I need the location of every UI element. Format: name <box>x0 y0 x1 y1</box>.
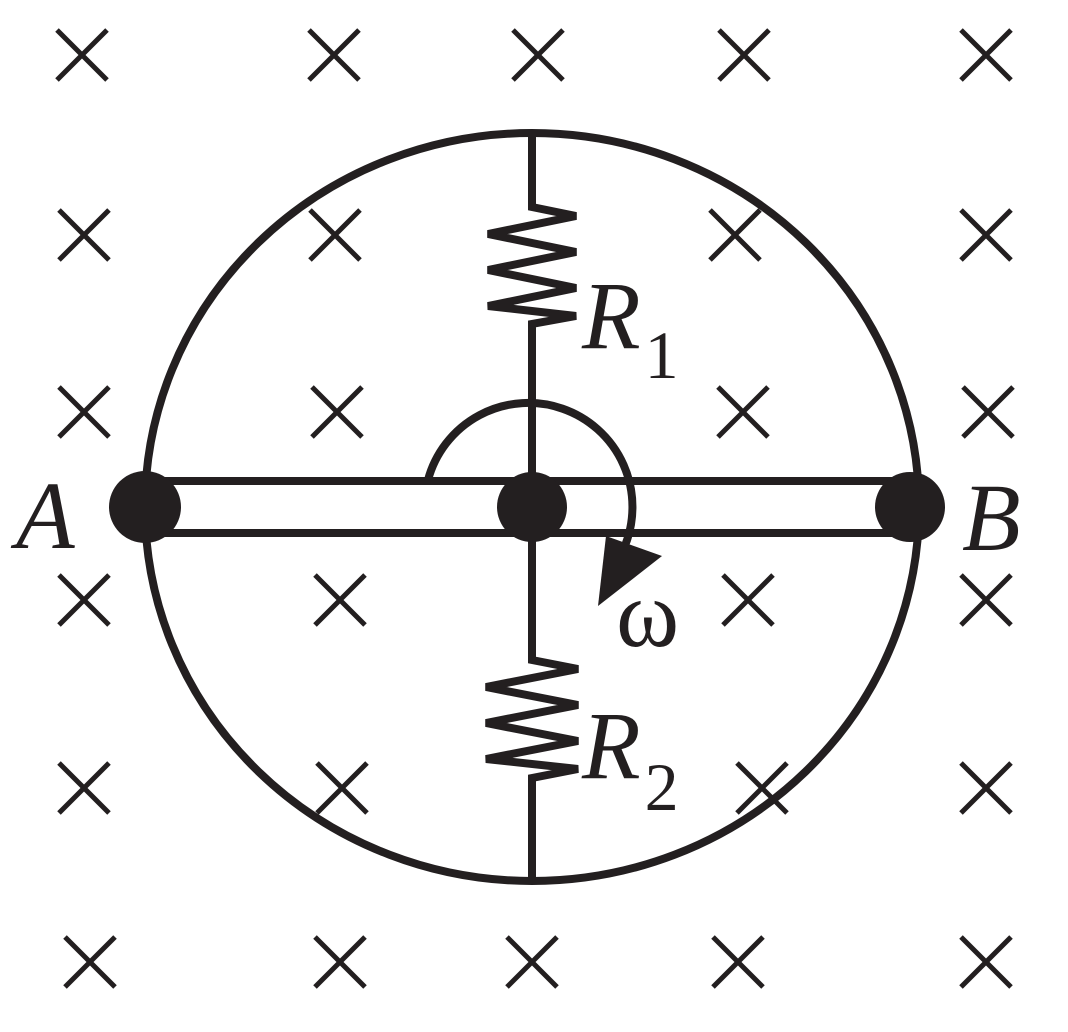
label-a: A <box>10 462 75 569</box>
field-into-page-icon <box>315 761 369 815</box>
field-into-page-icon <box>959 761 1013 815</box>
label-r1-subscript: 1 <box>645 317 679 393</box>
field-into-page-icon <box>959 28 1013 82</box>
field-into-page-icon <box>55 28 109 82</box>
field-into-page-icon <box>57 573 111 627</box>
magnetic-field-markers <box>55 28 1015 989</box>
field-into-page-icon <box>959 935 1013 989</box>
field-into-page-icon <box>511 28 565 82</box>
field-into-page-icon <box>310 385 364 439</box>
field-into-page-icon <box>735 761 789 815</box>
field-into-page-icon <box>708 208 762 262</box>
rotation-arc <box>424 398 637 550</box>
field-into-page-icon <box>313 573 367 627</box>
endpoint-a-dot <box>109 471 181 543</box>
field-into-page-icon <box>57 385 111 439</box>
field-into-page-icon <box>959 208 1013 262</box>
label-r2-subscript: 2 <box>645 749 679 825</box>
field-into-page-icon <box>313 935 367 989</box>
field-into-page-icon <box>57 208 111 262</box>
rotation-arrowhead-icon <box>598 536 662 606</box>
field-into-page-icon <box>961 385 1015 439</box>
field-into-page-icon <box>716 385 770 439</box>
field-into-page-icon <box>63 935 117 989</box>
field-into-page-icon <box>57 761 111 815</box>
field-into-page-icon <box>505 935 559 989</box>
label-r1: R 1 <box>581 262 679 393</box>
field-into-page-icon <box>307 28 361 82</box>
field-into-page-icon <box>721 573 775 627</box>
label-r2-symbol: R <box>581 692 641 799</box>
label-r2: R 2 <box>581 692 679 825</box>
label-r1-symbol: R <box>581 262 641 369</box>
label-omega: ω <box>616 560 679 667</box>
endpoint-b-dot <box>875 472 945 542</box>
field-into-page-icon <box>717 28 771 82</box>
field-into-page-icon <box>711 935 765 989</box>
pivot-dot <box>497 472 567 542</box>
field-into-page-icon <box>308 208 362 262</box>
upper-wire-with-resistor-r1 <box>487 133 577 478</box>
field-into-page-icon <box>959 573 1013 627</box>
label-b: B <box>962 464 1021 571</box>
lower-wire-with-resistor-r2 <box>485 535 579 880</box>
